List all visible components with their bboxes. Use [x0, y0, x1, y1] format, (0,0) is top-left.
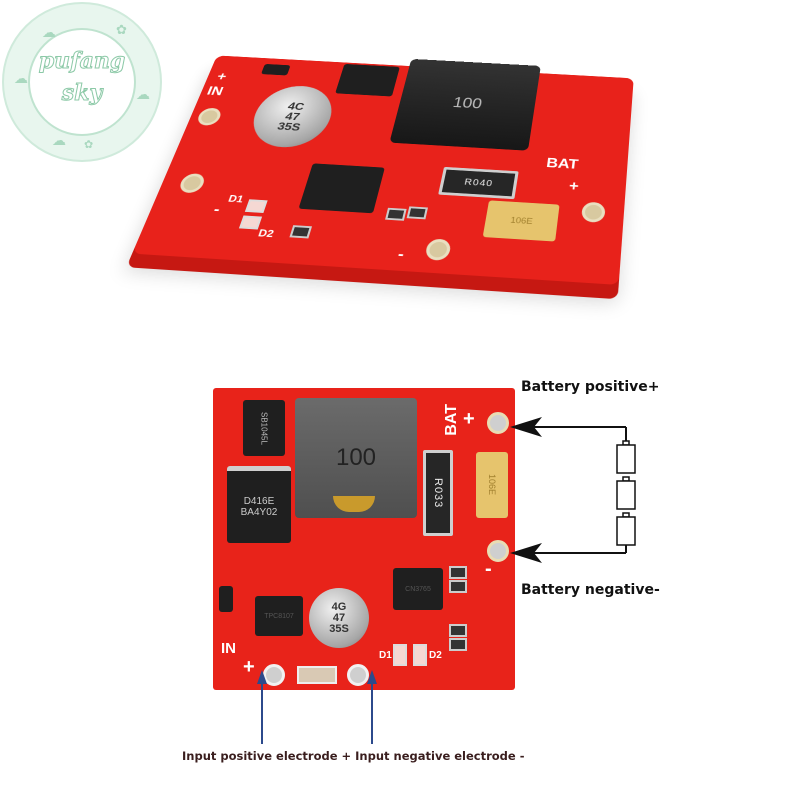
input-arrows	[257, 670, 377, 744]
smd-diode	[219, 586, 233, 612]
sense-resistor: R033	[423, 450, 453, 536]
label-in-plus: +	[243, 656, 255, 678]
top-board-photo: 100 4C 47 35S R040 106E IN + - BAT + - D…	[132, 55, 634, 285]
flower-icon: ✿	[84, 139, 94, 151]
smd-resistor	[406, 206, 428, 220]
mosfet-marking-2: BA4Y02	[240, 507, 278, 518]
led-d1	[244, 199, 268, 213]
mosfet	[335, 63, 400, 97]
sense-resistor: R040	[438, 166, 519, 200]
cloud-icon: ☁	[52, 132, 66, 148]
pad-bat-minus	[487, 540, 509, 562]
label-in: IN	[204, 84, 226, 99]
pad-in-plus	[195, 107, 224, 126]
tantalum-capacitor: 106E	[476, 452, 508, 518]
label-bat: BAT	[545, 156, 580, 173]
switch-ic-marking: TPC8107	[264, 612, 294, 620]
schottky-diode: SB1045L	[243, 400, 285, 456]
smd-resistor	[449, 638, 467, 651]
smd-resistor	[385, 207, 407, 221]
arrow-up-icon	[367, 670, 377, 744]
tantalum-marking: 106E	[487, 474, 497, 496]
arrow-icon	[510, 543, 626, 563]
smd-resistor	[449, 624, 467, 637]
battery-positive-label: Battery positive+	[521, 379, 660, 395]
watermark-line2: sky	[61, 80, 103, 107]
tantalum-capacitor: 106E	[482, 200, 560, 242]
smd-diode	[260, 63, 291, 76]
watermark-inner-circle	[28, 28, 136, 136]
charger-ic: CN3765	[393, 568, 443, 610]
mosfet: D416E BA4Y02	[227, 466, 291, 543]
smd-resistor	[289, 225, 313, 239]
led-d1	[393, 644, 407, 666]
label-in-plus: +	[214, 70, 229, 84]
smd-capacitor	[297, 666, 337, 684]
label-d1: D1	[226, 193, 245, 206]
bottom-board-photo: SB1045L D416E BA4Y02 100 R033 106E BAT +…	[213, 388, 515, 690]
led-d2	[413, 644, 427, 666]
resistor-marking: R040	[463, 177, 494, 189]
label-bat-minus: -	[396, 246, 406, 263]
label-in: IN	[221, 640, 236, 657]
rainbow-icon: ☁	[42, 24, 56, 40]
cloud-icon: ☁	[136, 86, 150, 102]
battery-cell-icon	[616, 476, 636, 510]
mosfet-marking-1: D416E	[243, 496, 275, 507]
charger-ic-marking: CN3765	[405, 585, 431, 593]
pad-in-minus	[177, 173, 208, 194]
pad-bat-plus	[487, 412, 509, 434]
arrow-icon	[510, 417, 626, 437]
pad-in-minus	[347, 664, 369, 686]
electrolytic-capacitor: 4G 47 35S	[309, 588, 369, 648]
battery-pack-diagram	[510, 417, 636, 563]
input-caption: Input positive electrode + Input negativ…	[182, 749, 525, 763]
inductor-marking: 100	[335, 444, 377, 471]
pad-in-plus	[263, 664, 285, 686]
led-d2	[238, 215, 263, 230]
label-bat-minus: -	[485, 558, 492, 580]
cloud-icon: ☁	[14, 70, 28, 86]
bow-icon: ✿	[116, 22, 127, 37]
ic-chip	[298, 163, 385, 214]
cap-marking-3: 35S	[329, 622, 349, 635]
switch-ic: TPC8107	[255, 596, 303, 636]
inductor-marking: 100	[451, 94, 484, 112]
pad-bat-plus	[580, 201, 606, 223]
label-d2: D2	[429, 650, 442, 661]
cap-marking-1: 4G	[331, 600, 347, 613]
diode-marking: SB1045L	[259, 411, 269, 445]
watermark-badge: pufang sky ☁ ✿ ☁ ☁ ☁ ✿	[2, 2, 162, 162]
label-bat-plus: +	[568, 178, 580, 195]
label-d2: D2	[256, 227, 276, 240]
smd-resistor	[449, 580, 467, 593]
label-bat: BAT	[443, 404, 460, 436]
label-bat-plus: +	[463, 408, 475, 430]
battery-negative-label: Battery negative-	[521, 582, 660, 598]
cap-marking-2: 47	[332, 611, 346, 624]
tantalum-marking: 106E	[509, 215, 534, 226]
pad-bat-minus	[424, 238, 453, 261]
inductor: 100	[389, 58, 541, 151]
label-d1: D1	[379, 650, 392, 661]
smd-resistor	[449, 566, 467, 579]
watermark-line1: pufang	[38, 48, 126, 75]
battery-cell-icon	[616, 512, 636, 546]
electrolytic-capacitor: 4C 47 35S	[243, 84, 340, 150]
arrow-up-icon	[257, 670, 267, 744]
inductor-winding	[333, 496, 375, 512]
label-in-minus: -	[211, 201, 223, 218]
resistor-marking: R033	[432, 477, 444, 509]
battery-cell-icon	[616, 440, 636, 474]
